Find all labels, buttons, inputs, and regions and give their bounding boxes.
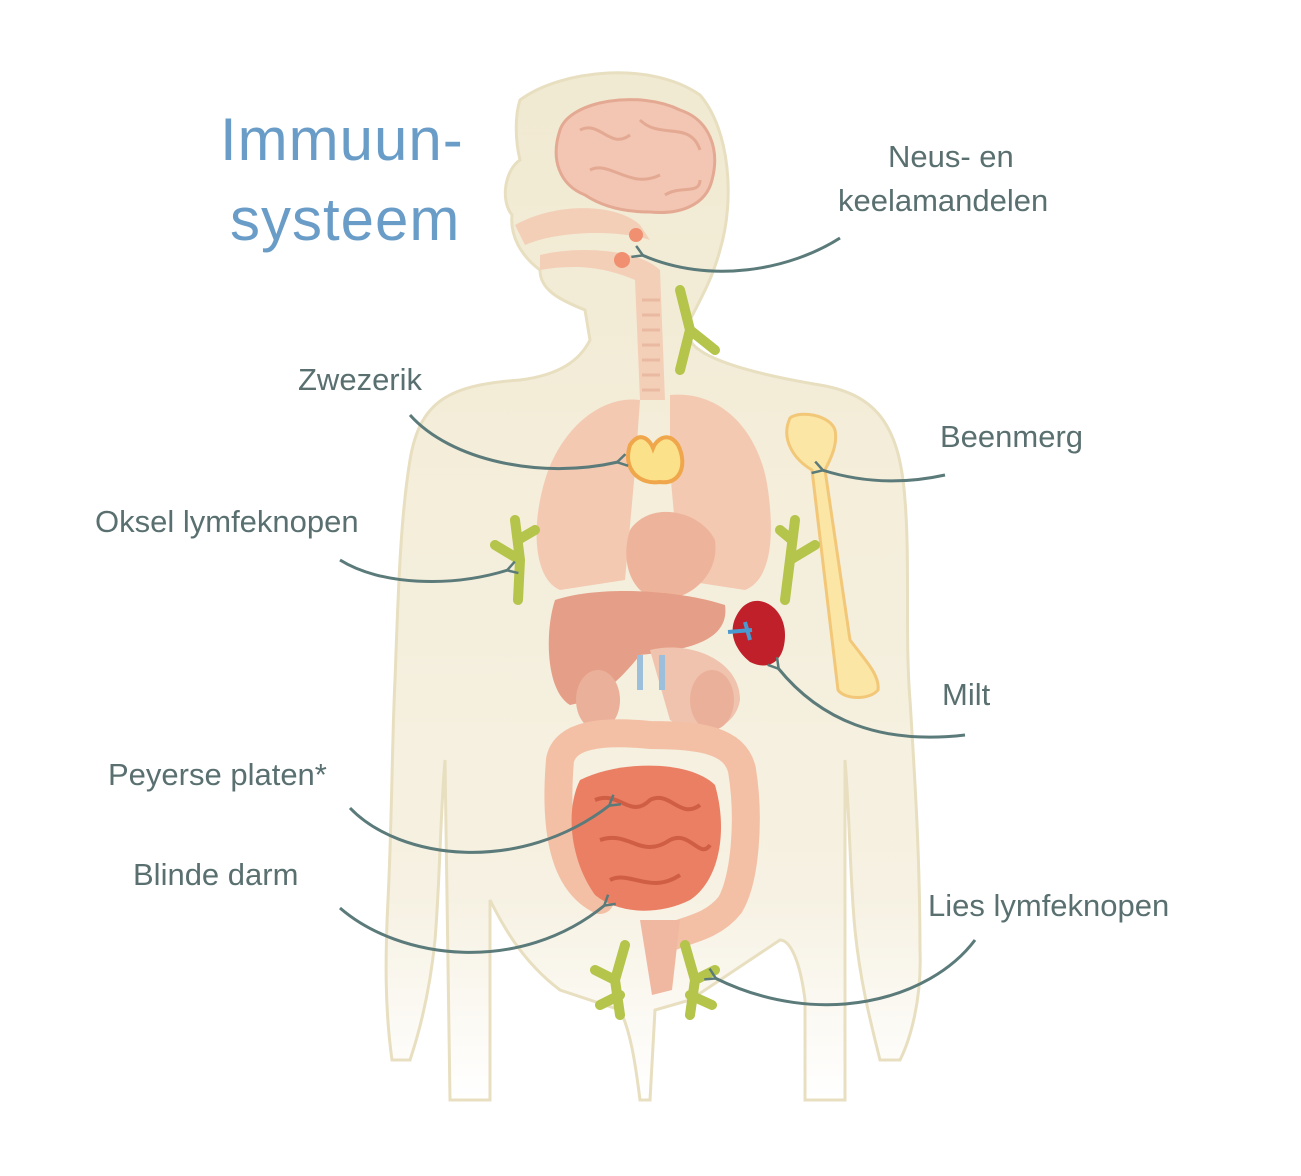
thymus [626, 435, 685, 485]
title-line-1: Immuun- [220, 106, 464, 173]
brain-folds [579, 118, 702, 197]
arrow-spleen [778, 668, 966, 739]
right-axillary-lymph-node [775, 515, 820, 605]
small-intestine [571, 765, 722, 911]
label-thymus: Zwezerik [298, 362, 423, 397]
nasal-tonsil [629, 228, 643, 242]
nasal-cavity [515, 208, 650, 245]
pointer-arrows [339, 236, 977, 1007]
label-axillary-nodes: Oksel lymfeknopen [95, 504, 359, 539]
right-kidney [690, 670, 734, 730]
label-tonsils-line1: Neus- en [888, 139, 1014, 174]
spleen [732, 600, 785, 666]
spleen-vessels [727, 621, 753, 641]
arrow-appendix [339, 905, 605, 954]
brain [554, 98, 717, 215]
label-peyers-patches: Peyerse platen* [108, 757, 327, 792]
left-axillary-lymph-node [490, 515, 540, 605]
large-intestine [544, 719, 760, 954]
left-lung [536, 399, 640, 590]
rectum [640, 920, 680, 995]
neck-lymph-node [675, 285, 720, 375]
trachea-rings [642, 298, 660, 392]
label-bone-marrow: Beenmerg [940, 419, 1084, 454]
throat-tonsil [614, 252, 630, 268]
left-inguinal-lymph-node [590, 940, 630, 1020]
label-appendix: Blinde darm [133, 857, 299, 892]
lymph-nodes [490, 285, 820, 1020]
arrow-bone-marrow [822, 470, 946, 483]
arrow-axillary [339, 558, 508, 583]
heart [626, 511, 716, 600]
title-line-2: systeem [230, 186, 461, 253]
arrow-tonsils [642, 236, 841, 273]
bone-humerus [785, 412, 880, 699]
label-inguinal-nodes: Lies lymfeknopen [928, 888, 1170, 923]
left-kidney [576, 670, 620, 730]
throat [540, 250, 665, 400]
arrow-peyers [348, 805, 610, 854]
diagram-title: Immuun- systeem [220, 100, 464, 260]
blood-vessels [637, 655, 665, 690]
arrow-inguinal [715, 939, 977, 1007]
arrow-thymus [408, 414, 618, 471]
label-tonsils-line2: keelamandelen [838, 183, 1049, 218]
label-spleen: Milt [942, 677, 991, 712]
